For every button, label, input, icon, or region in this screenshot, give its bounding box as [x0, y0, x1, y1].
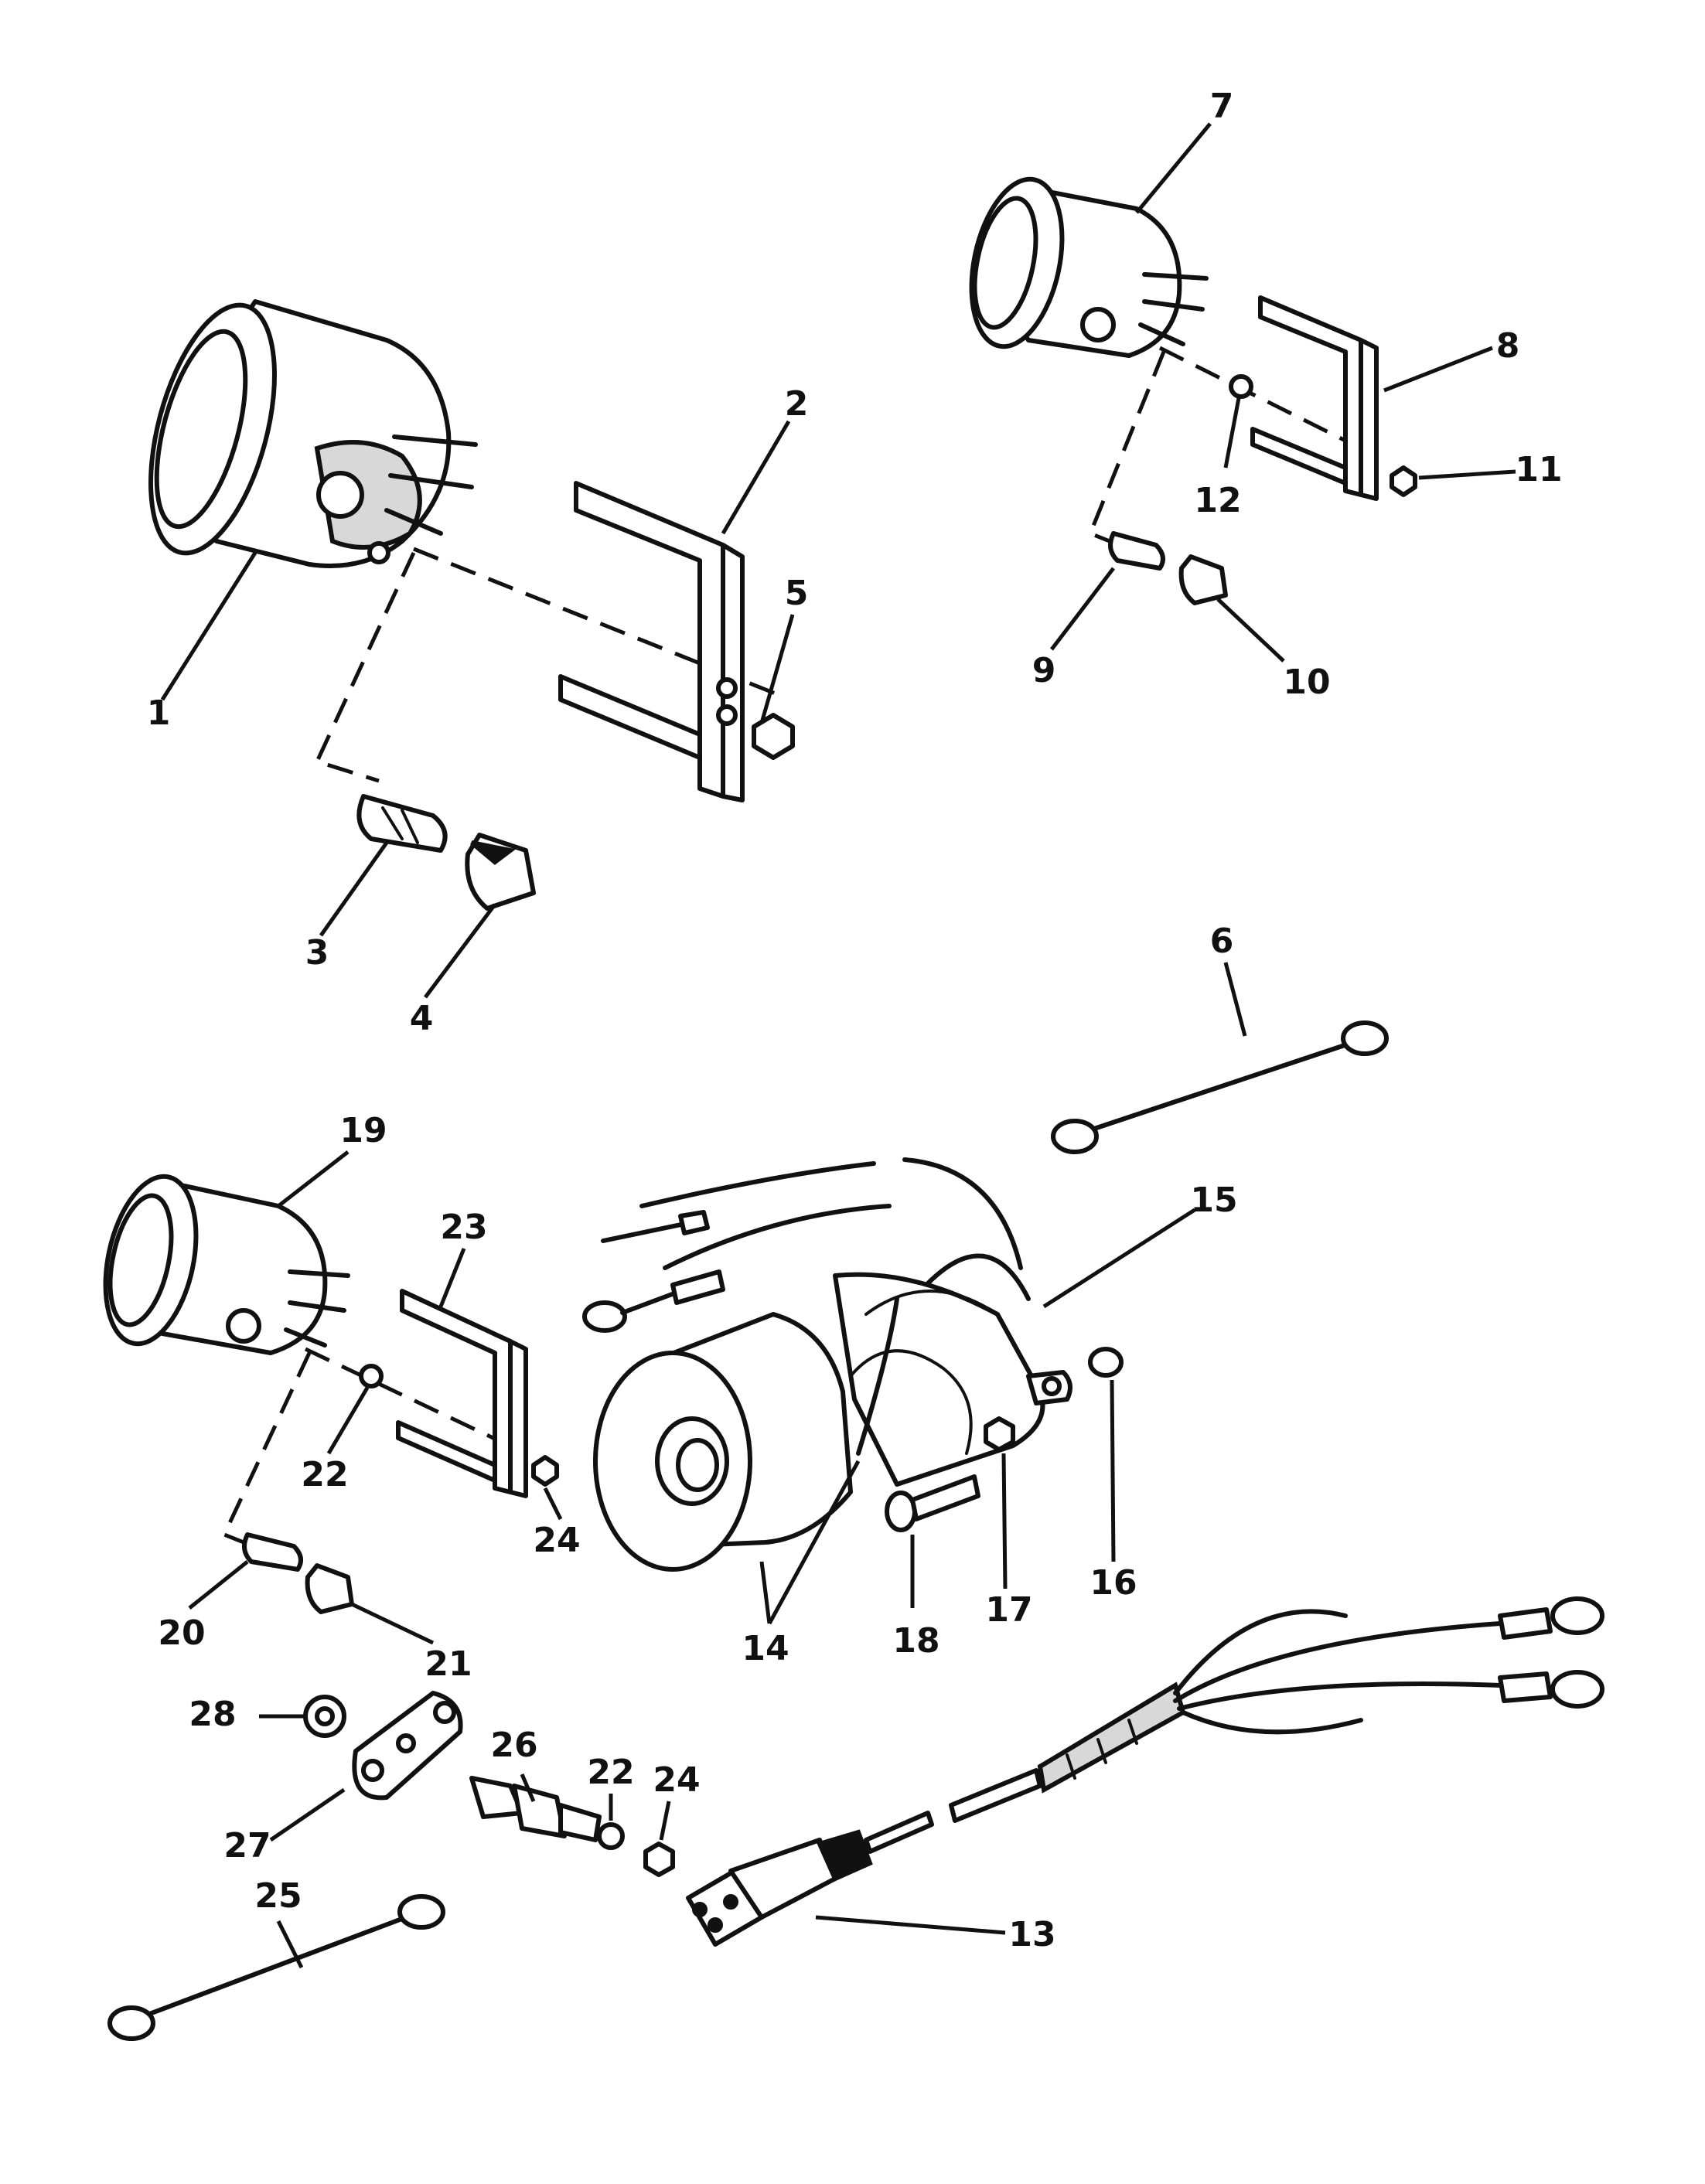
washer-12	[1229, 374, 1253, 399]
ground-wire-6	[1051, 1020, 1389, 1154]
callout-2: 2	[785, 384, 809, 424]
grommet-28-hole	[315, 1706, 335, 1726]
callout-17: 17	[985, 1590, 1032, 1630]
callout-26: 26	[490, 1726, 537, 1765]
callout-19: 19	[339, 1111, 387, 1150]
callout-16: 16	[1089, 1563, 1137, 1603]
callout-27: 27	[223, 1826, 271, 1865]
screw-18	[885, 1474, 980, 1532]
gauge-large	[148, 299, 782, 783]
gauge-7	[969, 176, 1362, 551]
lamp-socket-10	[1178, 554, 1228, 605]
callout-24-lower: 24	[653, 1760, 700, 1800]
callout-labels: 1 2 3 4 5 6 7 8 9 10 11 12 13 14 15 16 1…	[147, 87, 1563, 1954]
washer-16	[1088, 1347, 1124, 1378]
callout-22-upper: 22	[301, 1455, 348, 1494]
bracket-8	[1250, 295, 1379, 501]
callout-10: 10	[1283, 663, 1330, 702]
callout-28: 28	[189, 1695, 236, 1734]
callout-21: 21	[425, 1644, 472, 1684]
nut-24-lower	[643, 1842, 675, 1877]
callout-1: 1	[147, 693, 171, 733]
lamp-bulb-9	[1108, 531, 1165, 571]
gauge-19	[103, 1174, 527, 1552]
callout-25: 25	[254, 1876, 302, 1916]
callout-4: 4	[410, 999, 434, 1038]
callout-7: 7	[1210, 87, 1234, 126]
warning-horn	[582, 1157, 1072, 1572]
callout-15: 15	[1190, 1181, 1237, 1220]
lamp-bulb-3	[356, 794, 448, 853]
callout-13: 13	[1008, 1915, 1055, 1954]
nut-11	[1390, 465, 1417, 497]
callout-8: 8	[1496, 326, 1520, 366]
callout-6: 6	[1210, 922, 1234, 961]
callout-23: 23	[440, 1208, 487, 1247]
lamp-bulb-20	[242, 1532, 303, 1572]
sender-26	[469, 1776, 602, 1842]
callout-5: 5	[785, 574, 809, 613]
gasket-27	[352, 1691, 463, 1801]
callout-14: 14	[742, 1629, 789, 1668]
ground-wire-25	[107, 1894, 445, 2041]
wiring-harness-13	[686, 1596, 1604, 1947]
washer-22-lower	[597, 1822, 625, 1850]
callout-3: 3	[305, 933, 329, 973]
bracket-large	[558, 481, 745, 802]
washer-22-upper	[359, 1364, 384, 1388]
callout-20: 20	[158, 1613, 205, 1653]
lamp-socket-21	[305, 1563, 354, 1614]
nut-24-upper	[531, 1455, 559, 1487]
callout-22-lower: 22	[587, 1753, 634, 1792]
callout-24-upper: 24	[533, 1521, 580, 1560]
callout-18: 18	[892, 1621, 939, 1661]
bracket-23	[396, 1289, 528, 1498]
callout-11: 11	[1515, 450, 1562, 489]
nut-17	[984, 1416, 1015, 1452]
lamp-socket-4	[465, 833, 536, 911]
callout-12: 12	[1194, 481, 1241, 520]
leader-lines	[160, 122, 1516, 1969]
nut-5	[752, 713, 795, 760]
callout-9: 9	[1032, 651, 1056, 690]
